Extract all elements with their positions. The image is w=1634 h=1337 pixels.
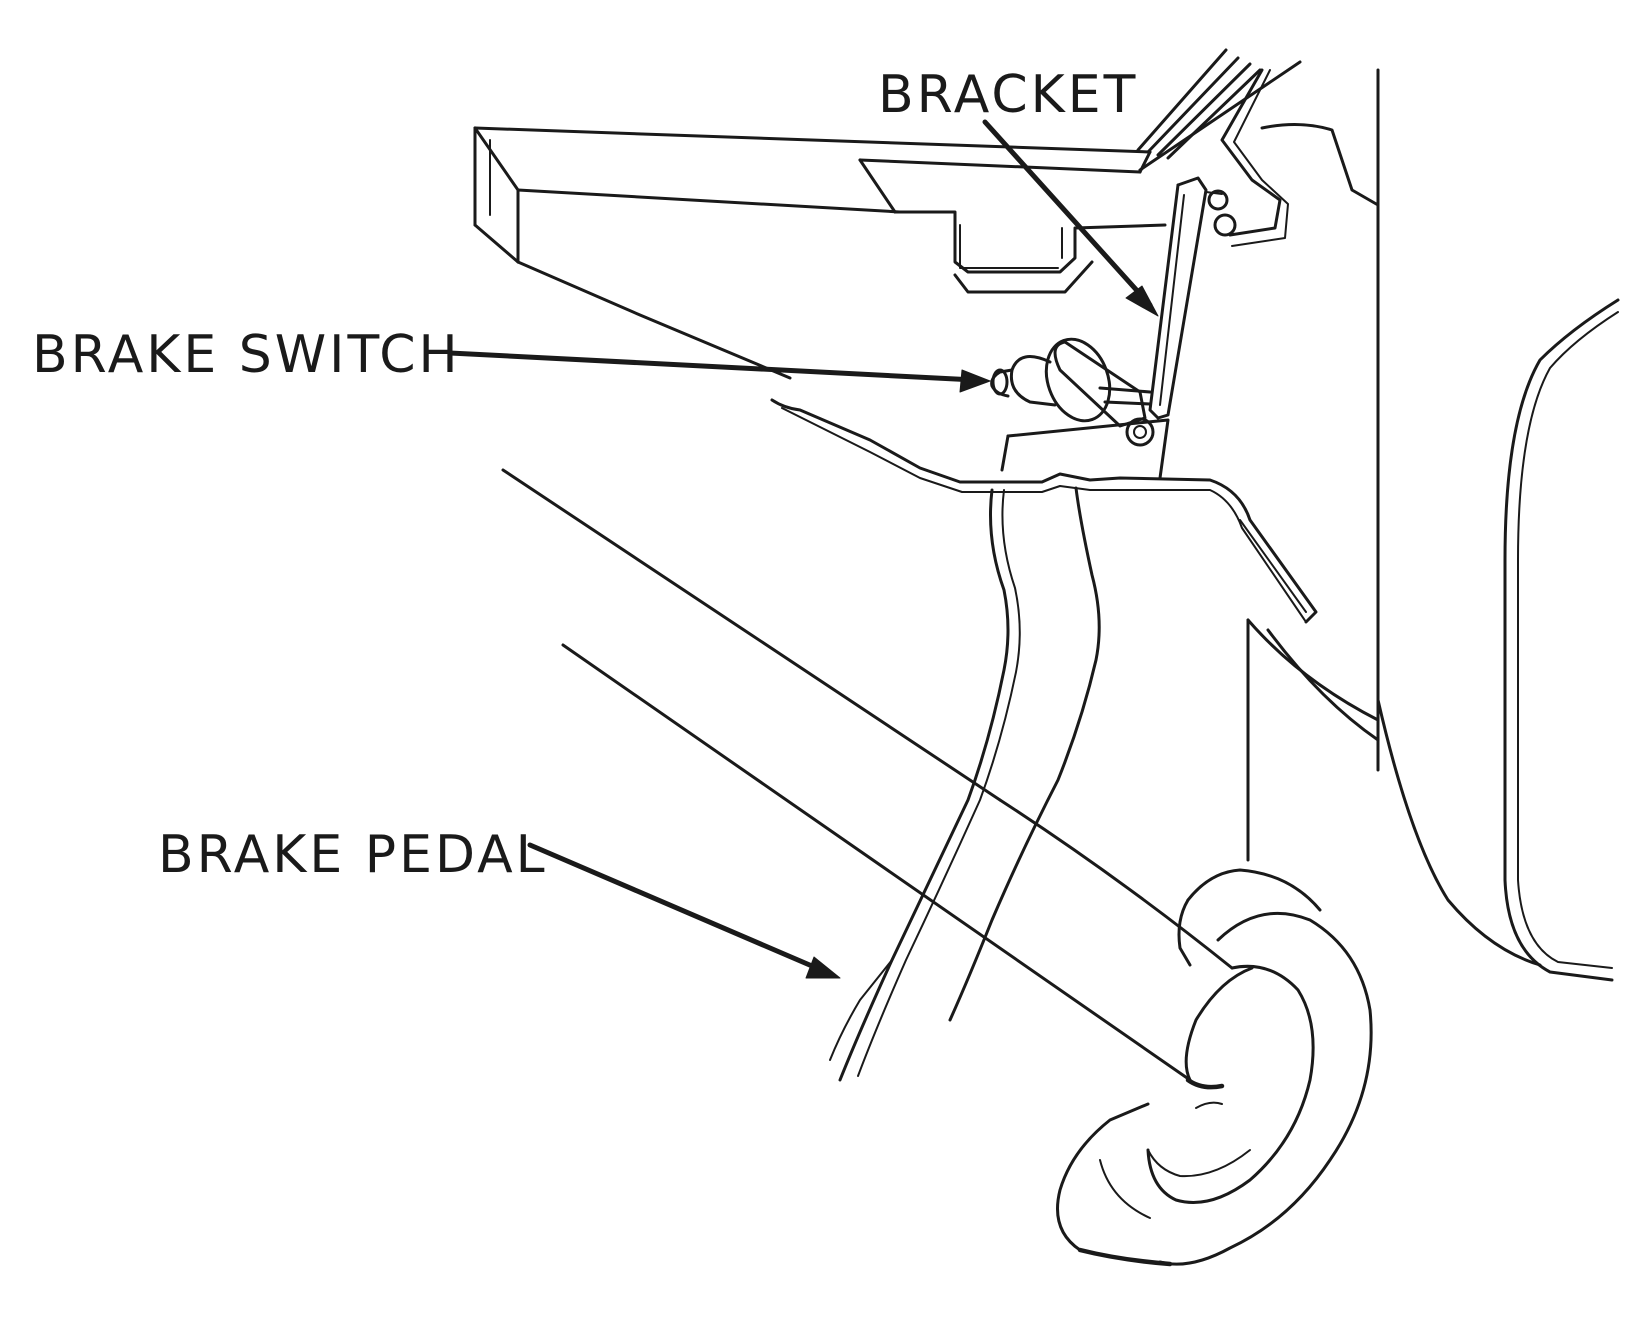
steering-column xyxy=(501,468,1254,1090)
body-panel-curve xyxy=(1503,298,1620,982)
leader-brake-pedal xyxy=(527,842,841,979)
dash-support-channel xyxy=(473,126,1167,380)
brake-lines xyxy=(1136,48,1302,247)
label-brake-pedal: BRAKE PEDAL xyxy=(158,825,548,885)
arrowhead-brake-pedal xyxy=(805,956,841,979)
pedal-support xyxy=(770,398,1318,624)
label-bracket: BRACKET xyxy=(878,65,1138,125)
brake-switch xyxy=(990,337,1155,447)
arrowhead-brake-switch xyxy=(959,369,991,393)
label-brake-switch: BRAKE SWITCH xyxy=(32,325,461,385)
arrowhead-bracket xyxy=(1125,285,1159,317)
pedal-arm xyxy=(829,486,1101,1082)
leader-bracket xyxy=(982,119,1159,317)
switch-bracket xyxy=(1148,176,1237,420)
side-panel xyxy=(1246,68,1542,967)
pedal-pad xyxy=(1056,868,1373,1267)
leader-brake-switch xyxy=(447,350,991,393)
